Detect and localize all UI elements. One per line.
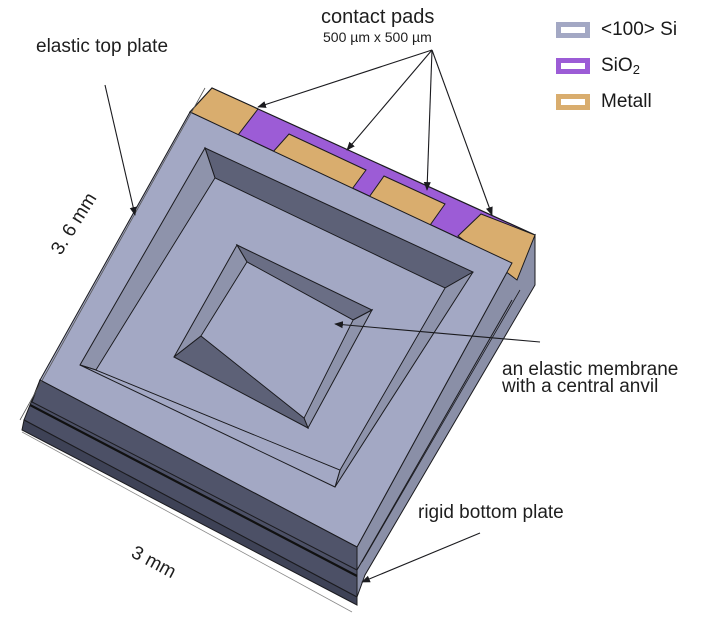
legend-label: <100> Si xyxy=(601,19,678,40)
elastic-top-plate xyxy=(31,111,513,571)
silicon-swatch-icon xyxy=(556,22,590,38)
legend-label: Metall xyxy=(601,91,652,112)
legend-item-silicon: <100> Si xyxy=(556,12,677,48)
dimension-line-front xyxy=(21,431,353,613)
contact-pad-4 xyxy=(457,213,536,281)
material-legend: <100> Si SiO2 Metall xyxy=(556,12,677,120)
contact-pads-label: contact pads xyxy=(321,6,435,28)
metal-swatch-icon xyxy=(556,94,590,110)
legend-item-oxide: SiO2 xyxy=(556,48,677,84)
membrane-label-line2: with a central anvil xyxy=(502,376,659,397)
contact-pads-size-label: 500 µm x 500 µm xyxy=(323,29,432,45)
rigid-bottom-plate-label: rigid bottom plate xyxy=(418,502,564,523)
legend-item-metal: Metall xyxy=(556,84,677,120)
leader-arrows xyxy=(104,49,541,583)
membrane-label-line1: an elastic membrane xyxy=(502,359,679,380)
elastic-top-plate-label: elastic top plate xyxy=(36,36,169,57)
dimension-line-side xyxy=(19,87,206,421)
legend-label: SiO2 xyxy=(601,55,640,77)
oxide-swatch-icon xyxy=(556,58,590,74)
